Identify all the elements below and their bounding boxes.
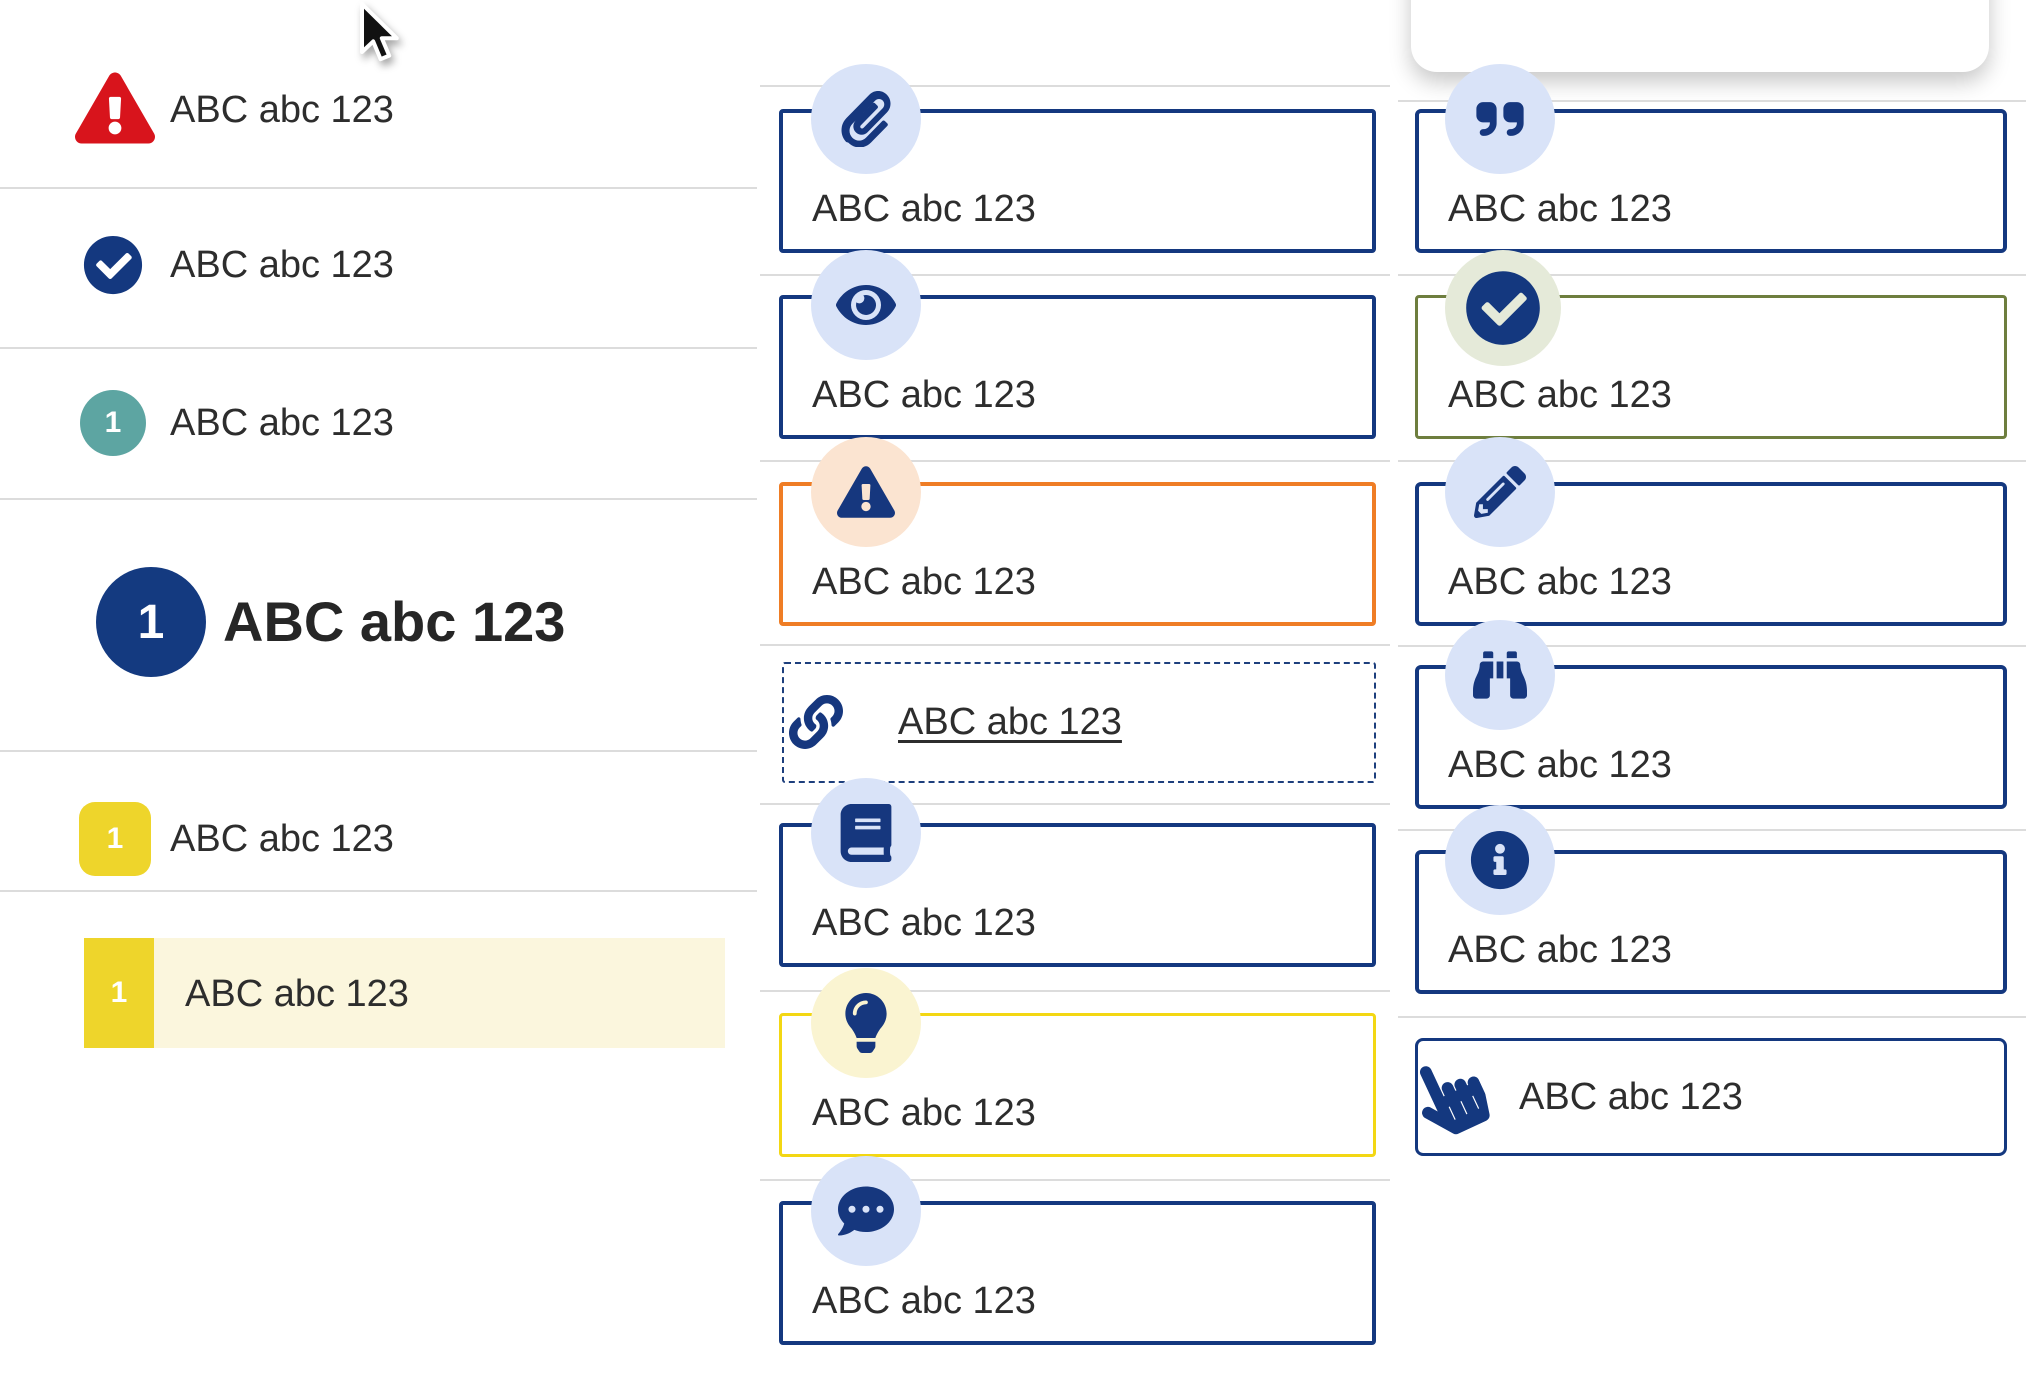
callout-label: ABC abc 123 bbox=[1519, 1076, 1743, 1118]
divider bbox=[760, 644, 1390, 646]
callout-warning bbox=[779, 482, 1376, 626]
eye-icon bbox=[811, 250, 921, 360]
list-item-label: ABC abc 123 bbox=[170, 818, 394, 860]
list-item-label: ABC abc 123 bbox=[170, 402, 394, 444]
divider bbox=[760, 803, 1390, 805]
list-item-label: ABC abc 123 bbox=[170, 244, 394, 286]
callout-pointer bbox=[1415, 1038, 2007, 1156]
divider bbox=[1398, 645, 2026, 647]
binoculars-icon bbox=[1445, 620, 1555, 730]
list-item-step-highlighted[interactable]: 1 ABC abc 123 bbox=[84, 938, 725, 1048]
divider bbox=[0, 890, 757, 892]
callout-label: ABC abc 123 bbox=[812, 1092, 1036, 1134]
divider bbox=[760, 274, 1390, 276]
quote-icon bbox=[1445, 64, 1555, 174]
divider bbox=[0, 187, 757, 189]
callout-label: ABC abc 123 bbox=[812, 561, 1036, 603]
divider bbox=[0, 750, 757, 752]
step-number-badge-highlight: 1 bbox=[84, 938, 154, 1048]
divider bbox=[1398, 460, 2026, 462]
callout-link-label[interactable]: ABC abc 123 bbox=[898, 701, 1122, 743]
divider bbox=[760, 990, 1390, 992]
divider bbox=[1398, 100, 2026, 102]
warning-triangle-icon bbox=[75, 72, 155, 144]
divider bbox=[1398, 1016, 2026, 1018]
check-circle-icon bbox=[83, 235, 143, 295]
divider bbox=[760, 85, 1390, 87]
mouse-cursor bbox=[360, 2, 399, 62]
callout-label: ABC abc 123 bbox=[812, 902, 1036, 944]
scrolled-card-edge bbox=[1411, 0, 1989, 72]
divider bbox=[1398, 274, 2026, 276]
warning-triangle-icon bbox=[811, 437, 921, 547]
info-circle-icon bbox=[1445, 805, 1555, 915]
callout-label: ABC abc 123 bbox=[1448, 561, 1672, 603]
step-number-badge-yellow: 1 bbox=[79, 802, 151, 876]
check-circle-icon bbox=[1445, 250, 1561, 366]
divider bbox=[760, 460, 1390, 462]
list-item-label-large: ABC abc 123 bbox=[223, 590, 566, 653]
divider bbox=[0, 347, 757, 349]
divider bbox=[760, 1179, 1390, 1181]
book-icon bbox=[811, 778, 921, 888]
hand-pointer-icon bbox=[1419, 1066, 1490, 1135]
callout-label: ABC abc 123 bbox=[812, 1280, 1036, 1322]
paperclip-icon bbox=[811, 64, 921, 174]
callout-label: ABC abc 123 bbox=[812, 374, 1036, 416]
step-number-badge-large: 1 bbox=[96, 567, 206, 677]
divider bbox=[1398, 829, 2026, 831]
callout-label: ABC abc 123 bbox=[1448, 374, 1672, 416]
pencil-icon bbox=[1445, 437, 1555, 547]
callout-label: ABC abc 123 bbox=[1448, 929, 1672, 971]
lightbulb-icon bbox=[811, 968, 921, 1078]
step-number-badge: 1 bbox=[80, 390, 146, 456]
callout-label: ABC abc 123 bbox=[1448, 188, 1672, 230]
comment-dots-icon bbox=[811, 1156, 921, 1266]
callout-label: ABC abc 123 bbox=[812, 188, 1036, 230]
divider bbox=[0, 498, 757, 500]
callout-link[interactable] bbox=[782, 662, 1376, 783]
list-item-label: ABC abc 123 bbox=[185, 973, 409, 1015]
callout-label: ABC abc 123 bbox=[1448, 744, 1672, 786]
list-item-label: ABC abc 123 bbox=[170, 89, 394, 131]
link-icon bbox=[789, 695, 843, 749]
